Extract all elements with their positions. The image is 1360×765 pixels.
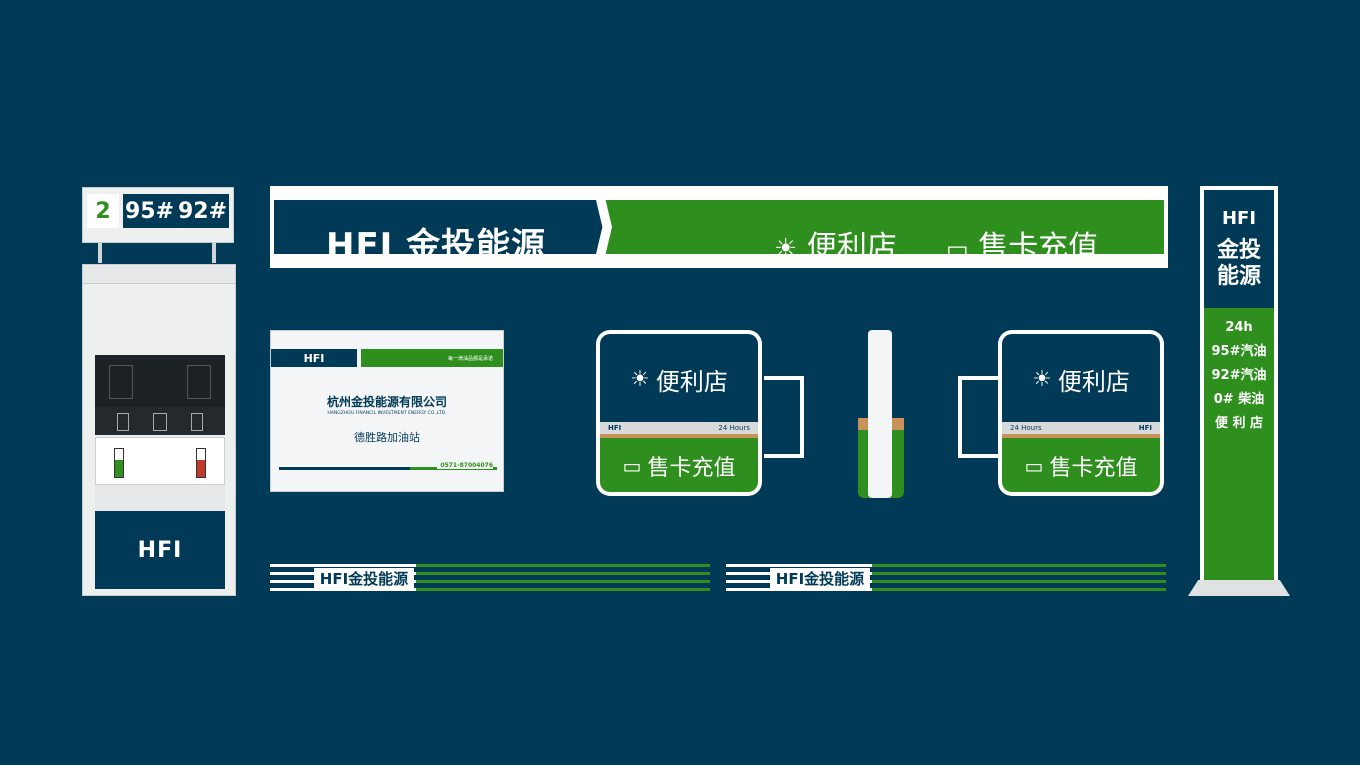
pump-pole-left xyxy=(98,243,102,263)
stripe-logo: HFI金投能源 xyxy=(770,568,870,588)
lightbox-accent xyxy=(600,434,758,438)
lightbox-sign-left: ☀ 便利店 HFI 24 Hours ▭ 售卡充值 xyxy=(596,330,762,496)
strip-logo: HFI xyxy=(1138,424,1152,432)
totem-service-panel: 24h 95#汽油 92#汽油 0# 柴油 便 利 店 xyxy=(1204,308,1274,588)
strip-logo: HFI xyxy=(608,424,622,432)
totem-item: 24h xyxy=(1225,320,1253,335)
green-stripe xyxy=(416,564,710,567)
stripe-bar-right: HFI金投能源 xyxy=(726,564,1166,592)
card-logo: HFI xyxy=(271,349,357,367)
lightbox-subtitle-label: 售卡充值 xyxy=(647,456,736,481)
green-stripe xyxy=(416,572,710,575)
totem-name: 金投 能源 xyxy=(1204,238,1274,290)
stripe-logo: HFI金投能源 xyxy=(314,568,414,588)
totem-name-line2: 能源 xyxy=(1216,264,1261,289)
wall-bracket-left xyxy=(764,376,804,458)
card-icon: ▭ xyxy=(1024,454,1044,478)
card-station: 德胜路加油站 xyxy=(354,431,420,444)
lightbox-subtitle: ▭ 售卡充值 xyxy=(600,450,758,482)
red-nozzle-icon xyxy=(196,448,206,478)
pump-logo: HFI xyxy=(137,537,183,563)
lightbox-top: ☀ 便利店 xyxy=(1002,334,1160,422)
pump-nozzle-panel xyxy=(95,437,225,485)
card-icon: ▭ xyxy=(946,235,969,263)
pump-canopy xyxy=(83,265,235,284)
lightbox-strip: HFI 24 Hours xyxy=(600,422,758,434)
green-stripe xyxy=(872,564,1166,567)
totem-sign: HFI 金投 能源 24h 95#汽油 92#汽油 0# 柴油 便 利 店 xyxy=(1200,186,1278,592)
fuel-pump: HFI xyxy=(82,264,236,596)
wall-bracket-right xyxy=(958,376,998,458)
keypad-slot-icon xyxy=(191,413,203,431)
station-name-sign: HFI 每一滴油品都是承诺 杭州金投能源有限公司 HANGZHOU FINANC… xyxy=(270,330,504,492)
fascia-chevron xyxy=(596,200,612,254)
totem-item: 0# 柴油 xyxy=(1213,392,1265,407)
display-left-icon xyxy=(109,365,133,399)
sun-icon: ☀ xyxy=(774,234,798,264)
lightbox-strip: 24 Hours HFI xyxy=(1002,422,1160,434)
strip-hours: 24 Hours xyxy=(1010,424,1042,432)
pump-display-panel xyxy=(95,355,225,407)
green-stripe xyxy=(872,580,1166,583)
pump-grill xyxy=(95,485,225,511)
lightbox-title-label: 便利店 xyxy=(655,368,728,396)
green-stripe xyxy=(416,580,710,583)
green-stripe xyxy=(416,588,710,591)
keypad-slot-icon xyxy=(153,413,167,431)
lightbox-bottom xyxy=(600,438,758,492)
strip-hours: 24 Hours xyxy=(718,424,750,432)
pump-number: 2 xyxy=(87,194,119,228)
lightbox-subtitle: ▭ 售卡充值 xyxy=(1002,450,1160,482)
card-slogan: 每一滴油品都是承诺 xyxy=(361,349,503,367)
card-company-en: HANGZHOU FINANCIL INVESTMENT ENERGY CO.,… xyxy=(327,411,447,416)
pump-grades: 95# 92# xyxy=(123,194,229,228)
lightbox-side-view xyxy=(858,330,904,498)
lightbox-accent xyxy=(1002,434,1160,438)
fascia-item1-label: 便利店 xyxy=(806,230,897,265)
lightbox-title-label: 便利店 xyxy=(1057,368,1130,396)
fascia-convenience: ☀ 便利店 xyxy=(774,222,897,266)
totem-brand-panel: HFI 金投 能源 xyxy=(1204,190,1274,308)
pump-base: HFI xyxy=(95,511,225,589)
totem-base xyxy=(1188,580,1290,596)
pump-keypad-panel xyxy=(95,407,225,435)
card-icon: ▭ xyxy=(622,454,642,478)
canopy-fascia: HFI 金投能源 ☀ 便利店 ▭ 售卡充值 xyxy=(270,186,1168,268)
totem-item: 92#汽油 xyxy=(1211,368,1267,383)
totem-name-line1: 金投 xyxy=(1216,238,1261,263)
green-nozzle-icon xyxy=(114,448,124,478)
display-right-icon xyxy=(187,365,211,399)
card-company: 杭州金投能源有限公司 xyxy=(326,395,447,409)
card-phone: 0571-87004076 xyxy=(437,462,493,469)
totem-logo: HFI xyxy=(1221,208,1257,229)
stripe-bar-left: HFI金投能源 xyxy=(270,564,710,592)
fascia-logo: HFI 金投能源 xyxy=(326,226,547,266)
keypad-slot-icon xyxy=(117,413,129,431)
lightbox-bottom xyxy=(1002,438,1160,492)
fascia-item2-label: 售卡充值 xyxy=(978,230,1099,265)
fascia-brand-panel: HFI 金投能源 xyxy=(274,200,604,266)
green-stripe xyxy=(872,588,1166,591)
totem-item: 95#汽油 xyxy=(1211,344,1267,359)
lightbox-top: ☀ 便利店 xyxy=(600,334,758,422)
pump-grade-92: 92# xyxy=(177,198,228,224)
card-footline xyxy=(279,467,497,470)
totem-item: 便 利 店 xyxy=(1214,416,1264,431)
sun-icon: ☀ xyxy=(630,367,650,392)
pump-pole-right xyxy=(212,243,216,263)
green-stripe xyxy=(872,572,1166,575)
pump-grade-95: 95# xyxy=(124,198,175,224)
lightbox-sign-right: ☀ 便利店 24 Hours HFI ▭ 售卡充值 xyxy=(998,330,1164,496)
pump-price-sign: 2 95# 92# xyxy=(82,187,234,243)
lightbox-subtitle-label: 售卡充值 xyxy=(1049,456,1138,481)
sun-icon: ☀ xyxy=(1032,367,1052,392)
fascia-card-recharge: ▭ 售卡充值 xyxy=(946,222,1098,266)
lightbox-title: ☀ 便利店 xyxy=(600,362,758,397)
fascia-service-panel: ☀ 便利店 ▭ 售卡充值 xyxy=(596,200,1164,265)
card-header: HFI 每一滴油品都是承诺 xyxy=(271,349,503,367)
totem-list: 24h 95#汽油 92#汽油 0# 柴油 便 利 店 xyxy=(1204,316,1274,436)
lightbox-title: ☀ 便利店 xyxy=(1002,362,1160,397)
side-face xyxy=(868,330,892,498)
